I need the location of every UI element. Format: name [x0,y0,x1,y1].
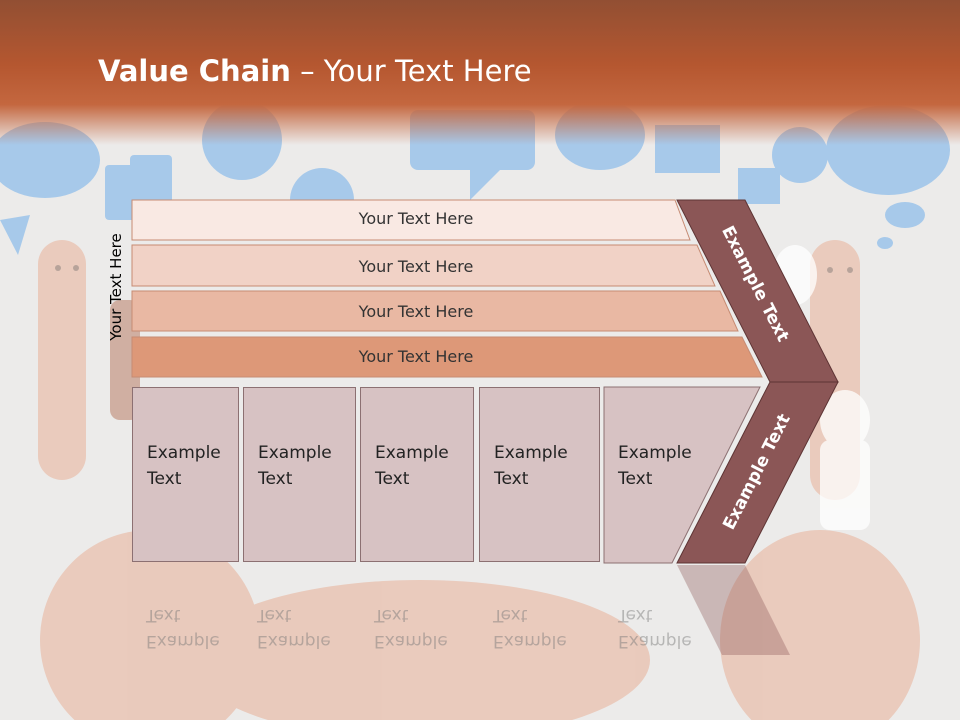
box-5-reflect-line2: Text [618,605,653,625]
box-5-reflection: Example Text [604,562,704,702]
slide-title: Value Chain – Your Text Here [98,54,532,94]
box-3-line1: Example [375,443,449,463]
bar-3 [131,290,739,332]
title-bold: Value Chain [98,54,291,88]
box-5-line2: Text [618,469,653,489]
box-4-line2: Text [494,469,529,489]
bar-3-label: Your Text Here [358,302,474,321]
box-2-reflect-line1: Example [257,631,331,651]
box-1-reflect-line2: Text [146,605,181,625]
box-2-line2: Text [258,469,293,489]
box-3-reflection: Example Text [360,562,474,702]
bar-1-label: Your Text Here [358,209,474,228]
bar-4-label: Your Text Here [358,347,474,366]
box-5-line1: Example [618,443,692,463]
box-2-line1: Example [258,443,332,463]
bar-4 [131,336,763,378]
box-1-line2: Text [147,469,182,489]
box-3-line2: Text [375,469,410,489]
box-2-reflection: Example Text [243,562,356,702]
chevron-reflection [677,565,790,655]
box-1-reflect-line1: Example [146,631,220,651]
bar-2-label: Your Text Here [358,257,474,276]
bar-2 [131,244,716,287]
box-5-reflect-line1: Example [618,631,692,651]
title-banner [0,0,960,145]
box-1-reflection: Example Text [132,562,239,702]
box-4-reflect-line2: Text [493,605,528,625]
box-1-line1: Example [147,443,221,463]
box-3-reflect-line1: Example [374,631,448,651]
box-2-reflect-line2: Text [257,605,292,625]
box-3-reflect-line2: Text [374,605,409,625]
chevron-lower [676,381,839,564]
bar-1 [131,199,691,241]
box-4-line1: Example [494,443,568,463]
box-4-reflect-line1: Example [493,631,567,651]
box-5-shape [603,386,761,564]
box-4-reflection: Example Text [479,562,600,702]
title-rest: – Your Text Here [290,54,532,88]
